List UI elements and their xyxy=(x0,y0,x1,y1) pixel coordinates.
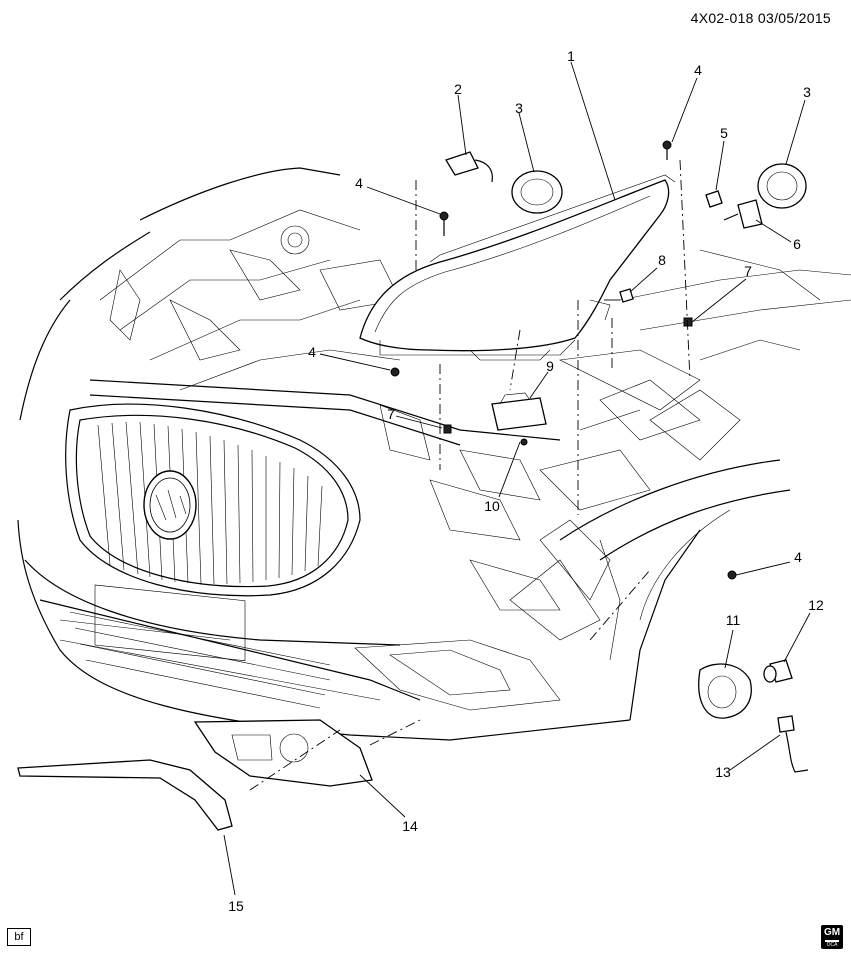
clip-part xyxy=(443,424,452,434)
headlamp-assembly-part xyxy=(359,174,676,361)
callout-4: 4 xyxy=(308,344,316,360)
callout-4: 4 xyxy=(694,62,702,78)
callout-3: 3 xyxy=(515,100,523,116)
callout-12: 12 xyxy=(808,597,824,613)
callout-14: 14 xyxy=(402,818,418,834)
module-screw-part xyxy=(520,438,528,446)
headlamp-cap-left-part xyxy=(511,170,563,214)
vehicle-front-outline xyxy=(17,167,851,741)
bulb-part xyxy=(705,190,723,208)
gm-logo-bar xyxy=(825,940,839,942)
bf-tag-label: bf xyxy=(7,928,31,946)
screw-fastener-part xyxy=(390,140,737,580)
callout-5: 5 xyxy=(720,125,728,141)
callout-7: 7 xyxy=(387,406,395,422)
retainer-part xyxy=(619,288,634,303)
callout-1: 1 xyxy=(567,48,575,64)
callout-13: 13 xyxy=(715,764,731,780)
callout-6: 6 xyxy=(793,236,801,252)
callout-15: 15 xyxy=(228,898,244,914)
bumper-trim-strip-part xyxy=(17,759,233,831)
callout-3: 3 xyxy=(803,84,811,100)
fog-lamp-bezel-part xyxy=(193,719,373,787)
fog-lamp-part xyxy=(698,663,752,719)
callout-7: 7 xyxy=(744,263,752,279)
callout-4: 4 xyxy=(794,549,802,565)
callout-9: 9 xyxy=(546,358,554,374)
gm-logo-sub: OCA xyxy=(826,942,838,948)
gm-logo-text: GM xyxy=(823,927,841,938)
fog-lamp-bulb-part xyxy=(763,659,793,683)
gm-logo: GM OCA xyxy=(821,925,843,949)
fog-lamp-harness-part xyxy=(777,715,809,773)
callout-8: 8 xyxy=(658,252,666,268)
bulb-socket-part xyxy=(723,199,763,229)
callout-4: 4 xyxy=(355,175,363,191)
wiring-connector-part xyxy=(445,151,493,183)
callout-10: 10 xyxy=(484,498,500,514)
clip-part xyxy=(683,317,693,327)
callout-11: 11 xyxy=(725,612,741,628)
control-module-part xyxy=(491,392,547,431)
callout-2: 2 xyxy=(454,81,462,97)
diagram-code-date: 4X02-018 03/05/2015 xyxy=(690,10,831,26)
leader-lines xyxy=(223,61,811,896)
headlamp-cap-right-part xyxy=(757,163,807,209)
